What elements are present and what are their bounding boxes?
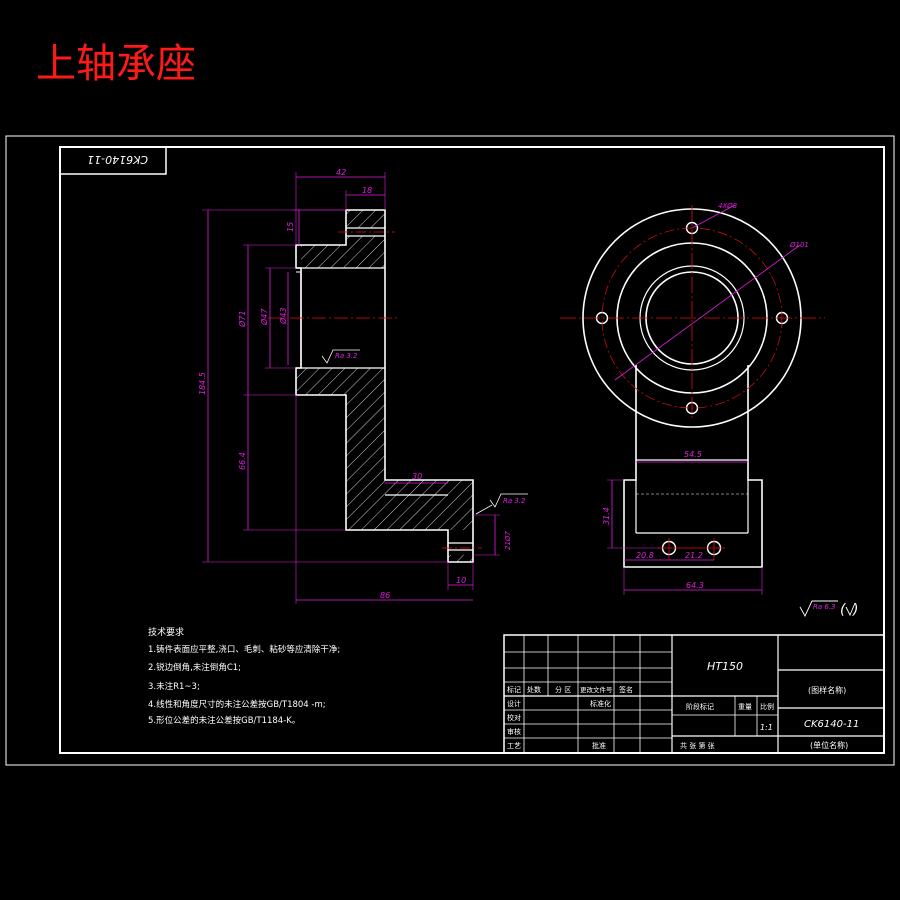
svg-text:Ø71: Ø71 — [237, 311, 247, 328]
svg-text:1:1: 1:1 — [760, 723, 773, 732]
svg-text:64.3: 64.3 — [686, 581, 704, 590]
svg-text:Ra 3.2: Ra 3.2 — [335, 352, 358, 360]
svg-text:66.4: 66.4 — [238, 452, 247, 470]
svg-text:86: 86 — [380, 591, 390, 600]
svg-text:标记: 标记 — [507, 685, 521, 694]
svg-text:Ø43: Ø43 — [278, 308, 288, 325]
svg-text:工艺: 工艺 — [507, 742, 521, 750]
technical-notes: 技术要求 1.铸件表面应平整,浇口、毛刺、粘砂等应清除干净; 2.锐边倒角,未注… — [148, 626, 340, 726]
svg-text:CK6140-11: CK6140-11 — [804, 719, 859, 730]
svg-text:共 张 第 张: 共 张 第 张 — [680, 741, 715, 750]
svg-text:比例: 比例 — [760, 702, 774, 711]
svg-text:Ø101: Ø101 — [789, 241, 809, 249]
svg-text:分 区: 分 区 — [555, 685, 571, 694]
note-2: 2.锐边倒角,未注倒角C1; — [148, 662, 241, 673]
svg-text:签名: 签名 — [619, 685, 633, 694]
svg-text:(单位名称): (单位名称) — [810, 740, 848, 750]
inner-frame — [59, 146, 885, 754]
svg-text:15: 15 — [286, 222, 295, 232]
general-roughness: Ra 6.3 ( ) — [799, 600, 858, 618]
svg-text:21Ø7: 21Ø7 — [504, 531, 512, 550]
svg-text:21.2: 21.2 — [685, 551, 703, 560]
front-dimensions: 4XØ8 Ø101 54.5 31.4 20.8 21.2 64.3 — [602, 202, 809, 595]
material-text: HT150 — [707, 660, 743, 673]
note-1: 1.铸件表面应平整,浇口、毛刺、粘砂等应清除干净; — [148, 644, 340, 655]
svg-text:31.4: 31.4 — [602, 507, 611, 525]
svg-text:阶段标记: 阶段标记 — [686, 702, 714, 711]
note-5: 5.形位公差的未注公差按GB/T1184-K。 — [148, 715, 300, 726]
title-block: 标记 处数 分 区 更改文件号 签名 设计 校对 审核 工艺 标准化 批准 HT… — [503, 634, 885, 754]
svg-text:重量: 重量 — [738, 703, 752, 711]
svg-text:Ra 3.2: Ra 3.2 — [503, 497, 526, 505]
svg-text:42: 42 — [336, 168, 346, 177]
svg-text:(图样名称): (图样名称) — [808, 685, 846, 695]
note-4: 4.线性和角度尺寸的未注公差按GB/T1804 -m; — [148, 699, 326, 710]
svg-text:标准化: 标准化 — [590, 699, 611, 708]
notes-heading: 技术要求 — [148, 626, 184, 638]
svg-text:18: 18 — [362, 186, 372, 195]
svg-text:20.8: 20.8 — [636, 551, 654, 560]
svg-text:设计: 设计 — [507, 699, 521, 708]
svg-text:更改文件号: 更改文件号 — [580, 685, 613, 694]
code-box: CK6140-11 — [59, 146, 167, 175]
svg-text:54.5: 54.5 — [684, 450, 702, 459]
svg-text:处数: 处数 — [527, 685, 541, 694]
svg-text:(: ( — [840, 602, 846, 618]
svg-text:校对: 校对 — [507, 713, 521, 722]
svg-text:Ra 6.3: Ra 6.3 — [813, 603, 836, 611]
svg-text:184.5: 184.5 — [198, 372, 207, 395]
svg-text:审核: 审核 — [507, 727, 521, 736]
outer-border — [5, 135, 895, 766]
svg-text:10: 10 — [456, 576, 466, 585]
svg-text:Ø47: Ø47 — [259, 308, 269, 326]
front-view — [560, 205, 825, 568]
svg-text:4XØ8: 4XØ8 — [718, 202, 738, 210]
svg-text:): ) — [852, 602, 858, 618]
note-3: 3.未注R1~3; — [148, 681, 200, 692]
drawing-title: 上轴承座 — [36, 41, 196, 87]
code-box-text: CK6140-11 — [87, 153, 148, 166]
svg-text:30: 30 — [412, 472, 422, 481]
section-view — [268, 209, 482, 563]
svg-text:批准: 批准 — [592, 741, 606, 750]
section-dimensions: 42 18 15 184.5 Ø71 Ø47 Ø43 66.4 30 — [198, 168, 528, 604]
